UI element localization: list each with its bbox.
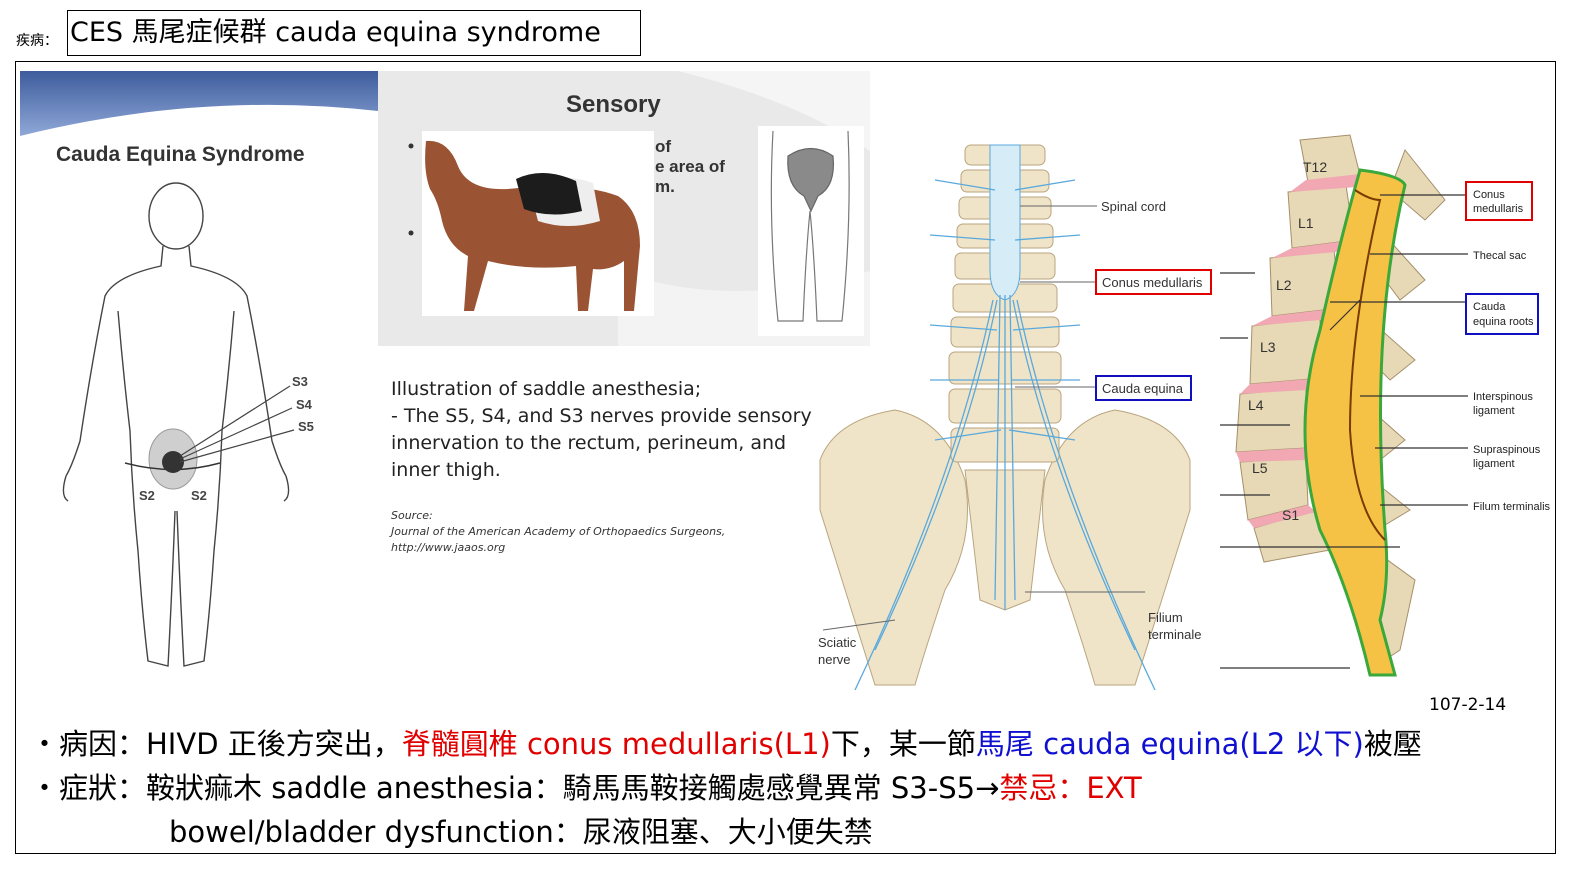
- label-thecal-sac: Thecal sac: [1473, 250, 1527, 262]
- caption-source: Source: Journal of the American Academy …: [391, 508, 725, 556]
- slide-date: 107-2-14: [1429, 695, 1507, 715]
- sensory-figure: Sensory of e area of m.: [378, 71, 870, 346]
- label-filium: Filium: [1148, 610, 1183, 625]
- label-supraspinous-2: ligament: [1473, 458, 1515, 470]
- bullet-symptom-cont: bowel/bladder dysfunction：尿液阻塞、大小便失禁: [169, 815, 873, 849]
- label-spinal-cord: Spinal cord: [1101, 199, 1166, 214]
- label-s3: S3: [292, 374, 308, 389]
- source-line: http://www.jaaos.org: [391, 541, 506, 554]
- vertebra-s1: S1: [1282, 507, 1299, 523]
- content-frame: [15, 61, 1556, 854]
- vertebra-l5: L5: [1252, 460, 1268, 476]
- caption-line: - The S5, S4, and S3 nerves provide sens…: [391, 405, 812, 427]
- vertebra-l3: L3: [1260, 339, 1276, 355]
- source-line: Journal of the American Academy of Ortho…: [391, 525, 726, 538]
- label-conus-1: Conus: [1473, 189, 1505, 201]
- label-nerve: nerve: [818, 652, 851, 667]
- cause-conus-highlight: 脊髓圓椎 conus medullaris(L1): [401, 727, 831, 761]
- disease-prefix: 疾病：: [16, 33, 58, 49]
- cause-text: 被壓: [1363, 727, 1422, 761]
- symptom-text: ・症狀：鞍狀痲木 saddle anesthesia：騎馬馬鞍接觸處感覺異常 S…: [30, 771, 1000, 805]
- label-conus-medullaris: Conus medullaris: [1102, 275, 1203, 290]
- bullet-symptom: ・症狀：鞍狀痲木 saddle anesthesia：騎馬馬鞍接觸處感覺異常 S…: [30, 766, 1422, 810]
- label-cauda-equina: Cauda equina: [1102, 381, 1184, 396]
- horse-icon: [425, 140, 640, 311]
- label-filum-terminalis: Filum terminalis: [1473, 501, 1551, 513]
- caption-line: Illustration of saddle anesthesia;: [391, 378, 702, 400]
- label-supraspinous-1: Supraspinous: [1473, 444, 1541, 456]
- label-cauda-1: Cauda: [1473, 301, 1506, 313]
- vertebra-t12: T12: [1303, 159, 1327, 175]
- sensory-heading: Sensory: [566, 91, 661, 118]
- vertebra-l1: L1: [1298, 215, 1314, 231]
- vertebra-l2: L2: [1276, 277, 1292, 293]
- label-interspinous-2: ligament: [1473, 405, 1515, 417]
- bullet-cause: ・病因：HIVD 正後方突出，脊髓圓椎 conus medullaris(L1)…: [30, 722, 1422, 766]
- label-s5: S5: [298, 419, 314, 434]
- page-title: CES 馬尾症候群 cauda equina syndrome: [67, 10, 641, 56]
- label-conus-2: medullaris: [1473, 203, 1524, 215]
- sensory-fragment-2: e area of: [655, 157, 725, 176]
- sensory-fragment-3: m.: [655, 177, 675, 196]
- label-sciatic: Sciatic: [818, 635, 857, 650]
- cause-cauda-highlight: 馬尾 cauda equina(L2 以下): [975, 727, 1364, 761]
- spine-frontal-figure: Spinal cord Conus medullaris Cauda equin…: [815, 130, 1220, 690]
- label-terminale: terminale: [1148, 627, 1201, 642]
- label-interspinous-1: Interspinous: [1473, 391, 1533, 403]
- vertebra-l4: L4: [1248, 397, 1264, 413]
- spine-sagittal-figure: T12 L1 L2 L3 L4 L5 S1 Conus medullaris T…: [1220, 130, 1560, 690]
- label-s2-left: S2: [139, 488, 155, 503]
- label-cauda-2: equina roots: [1473, 316, 1534, 328]
- caption-line: innervation to the rectum, perineum, and: [391, 432, 787, 454]
- legs-back-icon: [770, 130, 850, 322]
- ces-body-figure: Cauda Equina Syndrome S3 S4 S5 S2 S2: [20, 71, 378, 686]
- label-s4: S4: [296, 397, 313, 412]
- sensory-fragment-1: of: [655, 137, 671, 156]
- label-s2-right: S2: [191, 488, 207, 503]
- saddle-caption: Illustration of saddle anesthesia; - The…: [391, 376, 812, 484]
- cause-text: 下，某一節: [830, 727, 976, 761]
- source-line: Source:: [391, 509, 433, 522]
- contraindication-highlight: 禁忌：EXT: [999, 771, 1142, 805]
- caption-line: inner thigh.: [391, 459, 501, 481]
- ces-heading: Cauda Equina Syndrome: [56, 143, 305, 166]
- cause-text: ・病因：HIVD 正後方突出，: [30, 727, 402, 761]
- bullet-list: ・病因：HIVD 正後方突出，脊髓圓椎 conus medullaris(L1)…: [30, 722, 1422, 854]
